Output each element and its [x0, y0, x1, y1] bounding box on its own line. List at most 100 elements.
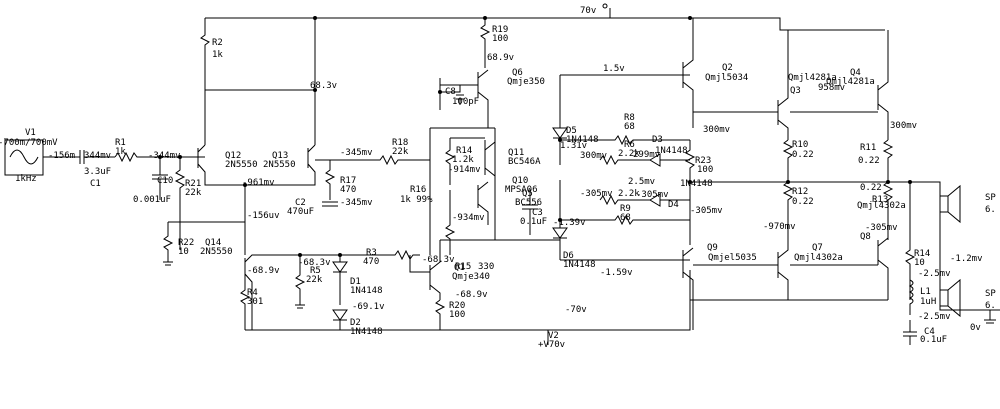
r7-resistor — [599, 194, 650, 206]
q1-base-wire — [409, 255, 430, 273]
negative-rail-wire — [245, 270, 691, 331]
node-305a: -305mv — [580, 189, 613, 199]
q13-type: 2N5550 — [263, 160, 296, 170]
r12-name: R12 — [792, 187, 808, 197]
r8-value: 68 — [624, 122, 635, 132]
vcc-terminal-icon — [602, 3, 608, 9]
d2-type: 1N4148 — [350, 327, 383, 337]
sp2-name: SP — [985, 289, 996, 299]
r11-name: R11 — [860, 143, 876, 153]
r18-name: R18 — [392, 138, 408, 148]
r16-value: 1k 99% — [400, 195, 433, 205]
d3-name: D3 — [652, 135, 663, 145]
q13-name: Q13 — [272, 151, 288, 161]
c4-capacitor — [903, 320, 917, 345]
node-300a: 300mv — [580, 151, 607, 161]
sp1-name: SP — [985, 193, 996, 203]
node-25b: -2.5mv — [918, 269, 951, 279]
r4-name: R4 — [247, 288, 258, 298]
r3-resistor — [340, 249, 420, 261]
q4-name: Q4 — [850, 68, 861, 78]
label-v2: V2 — [548, 331, 559, 341]
node-299: 299mv — [633, 150, 660, 160]
node-934: -934mv — [452, 213, 485, 223]
node-300b: 300mv — [703, 125, 730, 135]
r6-name: R6 — [624, 140, 635, 150]
node-683b: -68.3v — [422, 255, 455, 265]
q1-type: Qmje340 — [452, 272, 490, 282]
q11-name: Q11 — [508, 148, 524, 158]
l1-inductor — [908, 279, 914, 315]
d1-type: 1N4148 — [350, 286, 383, 296]
r21-value: 22k — [185, 188, 202, 198]
r12-value: 0.22 — [792, 197, 814, 207]
c4-value: 0.1uF — [920, 335, 947, 345]
d2-diode — [332, 309, 348, 330]
node-131: 1.31v — [560, 141, 587, 151]
q2-type: Qmjl5034 — [705, 73, 748, 83]
ground-icon — [984, 310, 996, 324]
c10-capacitor — [152, 157, 168, 200]
bottom-out-rail — [690, 264, 888, 330]
c1-voltage: -156m — [48, 151, 75, 161]
r10-name: R10 — [792, 140, 808, 150]
node-683neg: -68.3v — [298, 258, 331, 268]
c4-name: C4 — [924, 327, 935, 337]
r12-resistor — [782, 181, 794, 240]
v1-amplitude: -700m/700mV — [0, 138, 58, 148]
q13-transistor — [245, 144, 316, 186]
label-70v-top: 70v — [580, 6, 596, 16]
junction-dots — [158, 16, 912, 257]
r23-name: R23 — [695, 156, 711, 166]
c1-capacitor — [79, 150, 115, 164]
c1-value: 3.3uF — [84, 167, 111, 177]
r19-resistor — [480, 18, 491, 68]
r3-name: R3 — [366, 248, 377, 258]
node-689top: 68.9v — [487, 53, 514, 63]
d1-name: D1 — [350, 277, 361, 287]
r8-resistor — [560, 134, 690, 146]
speaker-2-icon — [939, 278, 961, 318]
node-156u: -156uv — [247, 211, 280, 221]
q12-type: 2N5550 — [225, 160, 258, 170]
q6-transistor — [440, 69, 489, 128]
r14b-value: 10 — [914, 258, 925, 268]
node-914: -914mv — [448, 165, 481, 175]
speaker-wires — [910, 181, 1000, 311]
r22-name: R22 — [178, 238, 194, 248]
r23-resistor — [684, 140, 696, 245]
r18-value: 22k — [392, 147, 409, 157]
r15-value: 330 — [478, 262, 494, 272]
r21-resistor — [174, 157, 186, 250]
q7-transistor — [777, 240, 789, 300]
q8-type: Qmjl4302a — [857, 201, 906, 211]
node-958: 958mv — [818, 83, 845, 93]
c1-voltage2: 344mv — [84, 151, 111, 161]
r10-resistor — [782, 139, 794, 182]
q7-type: Qmjl4302a — [794, 253, 843, 263]
node-345b: -345mv — [340, 198, 373, 208]
sine-wave-icon — [9, 149, 39, 165]
r9-name: R9 — [620, 204, 631, 214]
r19-name: R19 — [492, 25, 508, 35]
c2-name: C2 — [295, 198, 306, 208]
r3-value: 470 — [363, 257, 379, 267]
q11-type: BC546A — [508, 157, 541, 167]
c8-value: 100pF — [452, 97, 479, 107]
r17-value: 470 — [340, 185, 356, 195]
c10-name: C10 — [157, 176, 173, 186]
r8-name: R8 — [624, 113, 635, 123]
node-344: -344mv — [148, 151, 181, 161]
r9-resistor — [560, 214, 690, 226]
r15-name: R15 — [455, 262, 471, 272]
node-159: -1.59v — [600, 268, 633, 278]
d6-name: D6 — [563, 251, 574, 261]
node-12: -1.2mv — [950, 254, 983, 264]
q2-name: Q2 — [722, 63, 733, 73]
q10-name: Q10 — [512, 176, 528, 186]
speaker-1-icon — [939, 184, 961, 224]
c1-name: C1 — [90, 179, 101, 189]
node-345: -345mv — [340, 148, 373, 158]
r11-resistor — [882, 139, 894, 182]
